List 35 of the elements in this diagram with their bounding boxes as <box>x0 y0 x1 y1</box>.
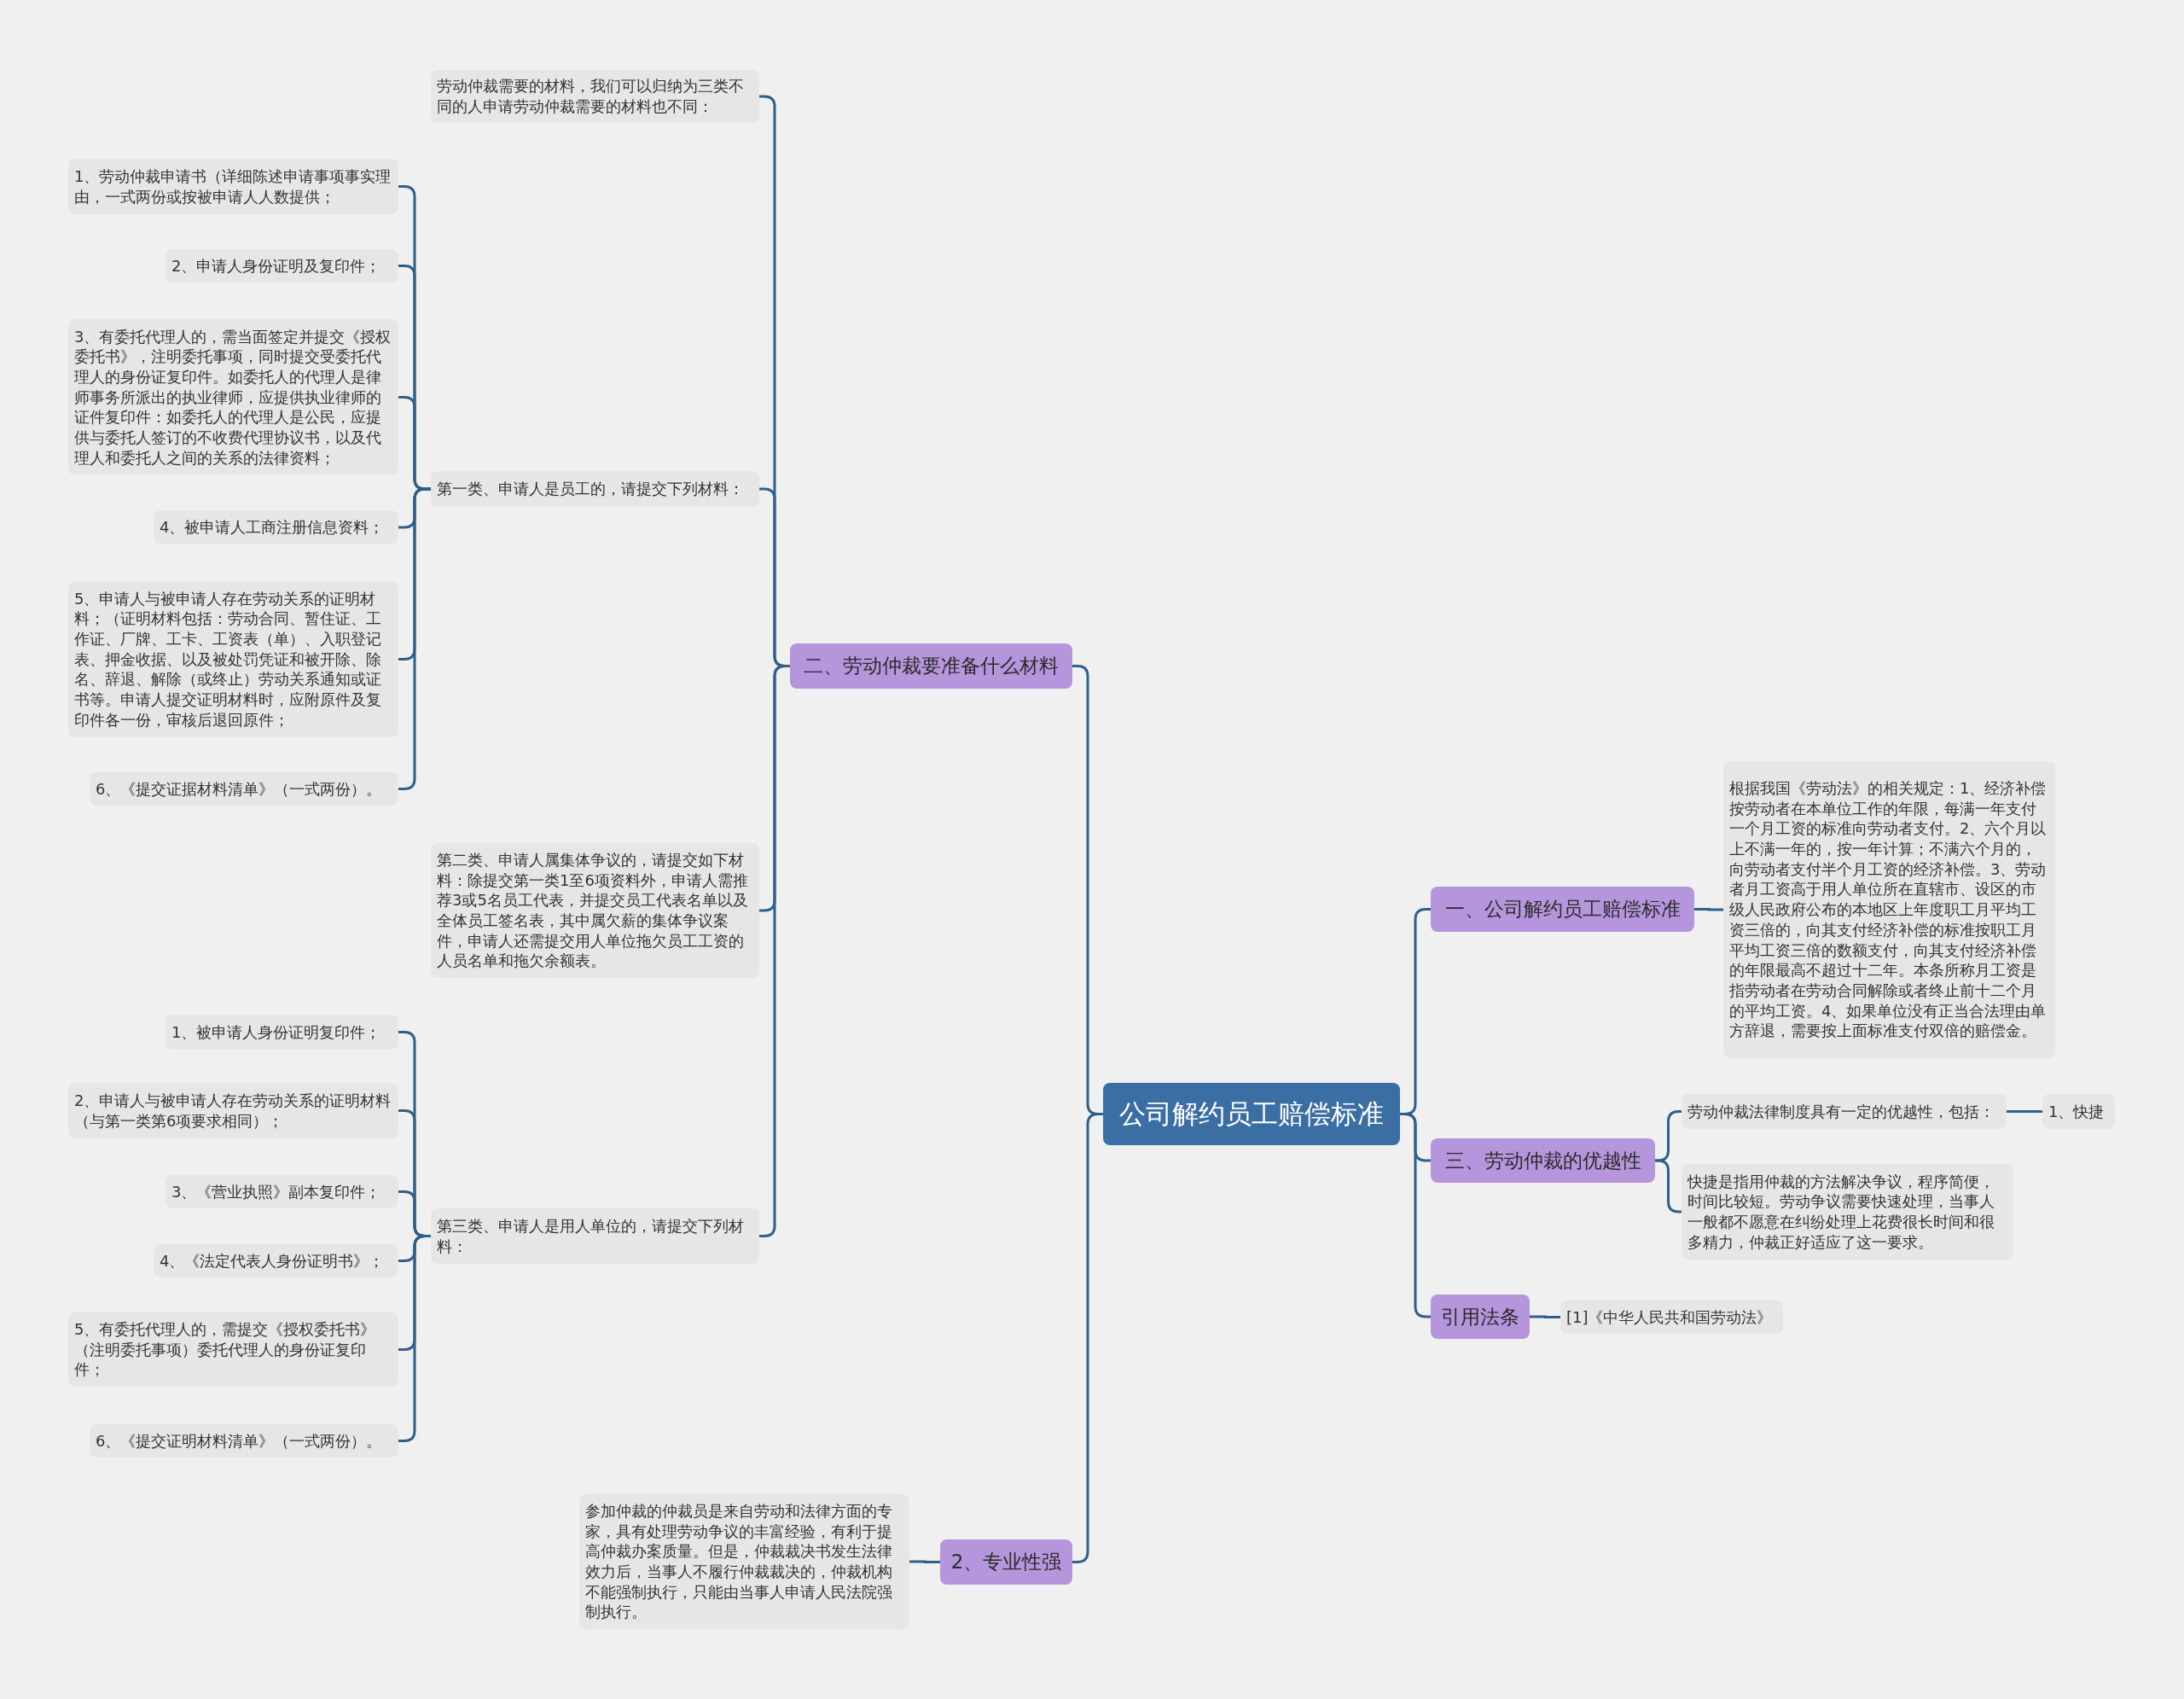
note-box: 2、申请人与被申请人存在劳动关系的证明材料（与第一类第6项要求相同）； <box>68 1083 398 1138</box>
note-box: 3、有委托代理人的，需当面签定并提交《授权委托书》，注明委托事项，同时提交受委托代理人的身份证复印件。如委托人的代理人是律师事务所派出的执业律师，应提供执业律师的证件复印件：如委托人的代理人是公民，应提供与委托人签订的不收费代理协议书，以及代理人和委托人之间的关系的法律资料； <box>68 319 398 475</box>
central-topic-box: 公司解约员工赔偿标准 <box>1103 1083 1400 1145</box>
connector-line <box>1694 908 1723 911</box>
note-box: 1、快捷 <box>2042 1094 2115 1129</box>
connector-line <box>398 1235 431 1442</box>
topic-box: 二、劳动仲裁要准备什么材料 <box>790 643 1072 689</box>
note-box: 劳动仲裁法律制度具有一定的优越性，包括： <box>1682 1094 2007 1129</box>
note-box: 第三类、申请人是用人单位的，请提交下列材料： <box>431 1208 759 1264</box>
note-box: 1、被申请人身份证明复印件； <box>166 1015 398 1050</box>
note-box: 4、被申请人工商注册信息资料； <box>154 510 398 544</box>
connector-line <box>2007 1110 2042 1113</box>
note-box: 5、申请人与被申请人存在劳动关系的证明材料；（证明材料包括：劳动合同、暂住证、工作证、厂牌、工卡、工资表（单）、入职登记表、押金收据、以及被处罚凭证和被开除、除名、辞退、解除（或终止）劳动关系通知或证书等。申请人提交证明材料时，应附原件及复印件各一份，审核后退回原件； <box>68 581 398 737</box>
topic-box: 引用法条 <box>1431 1295 1530 1339</box>
note-box: 2、申请人身份证明及复印件； <box>166 249 398 282</box>
note-box: 根据我国《劳动法》的相关规定：1、经济补偿按劳动者在本单位工作的年限，每满一年支付一个月工资的标准向劳动者支付。2、六个月以上不满一年的，按一年计算；不满六个月的，向劳动者支付半个月工资的经济补偿。3、劳动者月工资高于用人单位所在直辖市、设区的市级人民政府公布的本地区上年度职工月平均工资三倍的，向其支付经济补偿的标准按职工月平均工资三倍的数额支付，向其支付经济补偿的年限最高不超过十二年。本条所称月工资是指劳动者在劳动合同解除或者终止前十二个月的平均工资。4、如果单位没有正当合法理由单方辞退，需要按上面标准支付双倍的赔偿金。 <box>1723 761 2055 1058</box>
connector-line <box>909 1560 940 1563</box>
note-box: [1]《中华人民共和国劳动法》 <box>1560 1300 1783 1334</box>
note-box: 4、《法定代表人身份证明书》； <box>154 1244 398 1277</box>
note-box: 5、有委托代理人的，需提交《授权委托书》（注明委托事项）委托代理人的身份证复印件； <box>68 1312 398 1387</box>
note-box: 参加仲裁的仲裁员是来自劳动和法律方面的专家，具有处理劳动争议的丰富经验，有利于提高仲裁办案质量。但是，仲裁裁决书发生法律效力后，当事人不履行仲裁裁决的，仲裁机构不能强制执行，只能由当事人申请人民法院强制执行。 <box>579 1494 909 1629</box>
topic-box: 2、专业性强 <box>940 1539 1072 1585</box>
topic-box: 三、劳动仲裁的优越性 <box>1431 1138 1655 1183</box>
connector-line <box>1655 1159 1682 1213</box>
note-box: 第一类、申请人是员工的，请提交下列材料： <box>431 471 759 507</box>
note-box: 快捷是指用仲裁的方法解决争议，程序简便，时间比较短。劳动争议需要快速处理，当事人一般都不愿意在纠纷处理上花费很长时间和很多精力，仲裁正好适应了这一要求。 <box>1682 1164 2013 1260</box>
note-box: 第二类、申请人属集体争议的，请提交如下材料：除提交第一类1至6项资料外，申请人需推荐3或5名员工代表，并提交员工代表名单以及全体员工签名表，其中属欠薪的集体争议案件，申请人还需提交用人单位拖欠员工工资的人员名单和拖欠余额表。 <box>431 843 759 978</box>
note-box: 6、《提交证明材料清单》（一式两份）。 <box>90 1424 398 1458</box>
note-box: 3、《营业执照》副本复印件； <box>166 1175 398 1208</box>
topic-box: 一、公司解约员工赔偿标准 <box>1431 887 1694 932</box>
connector-line <box>1530 1315 1560 1318</box>
note-box: 6、《提交证据材料清单》（一式两份）。 <box>90 772 398 806</box>
note-box: 1、劳动仲裁申请书（详细陈述申请事项事实理由，一式两份或按被申请人人数提供； <box>68 159 398 214</box>
connector-line <box>1400 1113 1431 1318</box>
note-box: 劳动仲裁需要的材料，我们可以归纳为三类不同的人申请劳动仲裁需要的材料也不同： <box>431 70 759 123</box>
